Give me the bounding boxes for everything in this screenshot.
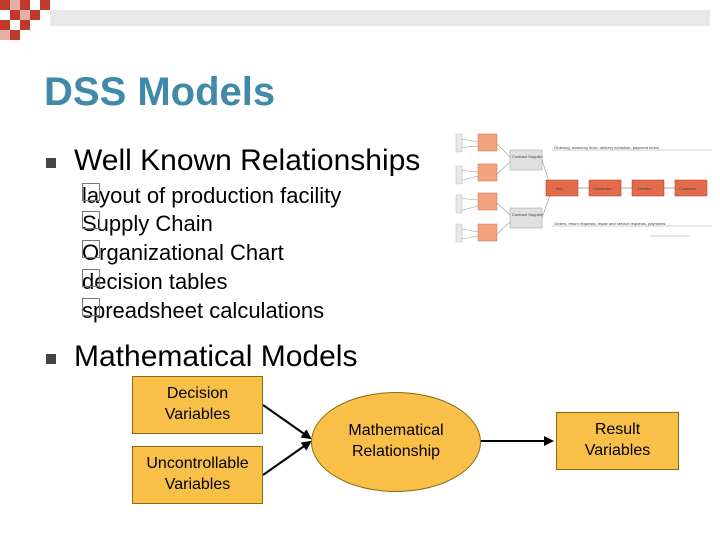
subitem: decision tables — [82, 269, 228, 294]
bullet-marker — [46, 354, 56, 364]
bullet-math-models: Mathematical Models — [74, 340, 358, 373]
chain-node-retailer: Retailer — [638, 186, 652, 191]
bullet-well-known: Well Known Relationships — [74, 144, 421, 177]
checkbox-icon — [82, 269, 100, 287]
flow-label-bottom: Orders, return requests, repair and serv… — [554, 221, 666, 226]
checkbox-icon — [82, 211, 100, 229]
uncontrollable-variables-box: Uncontrollable Variables — [132, 446, 263, 504]
checkbox-icon — [82, 183, 100, 201]
supplier-label-bottom: Contract Supplier — [512, 212, 543, 217]
checkbox-icon — [82, 240, 100, 258]
chain-node-distributor: Distributor — [593, 186, 612, 191]
checkbox-icon — [82, 298, 100, 316]
result-variables-box: Result Variables — [556, 412, 679, 470]
bullet-marker — [46, 158, 56, 168]
header-bar — [50, 10, 710, 26]
mathematical-relationship-ellipse: Mathematical Relationship — [311, 392, 481, 492]
subitem: Supply Chain — [82, 211, 213, 236]
chain-node-customer: Customer — [679, 186, 697, 191]
subitem: Organizational Chart — [82, 240, 284, 265]
page-title: DSS Models — [44, 70, 276, 114]
chain-node-mfg: Mfg — [556, 186, 563, 191]
flow-label-top: Ordering, inventory level, delivery sche… — [554, 145, 660, 150]
subitem: layout of production facility — [82, 183, 342, 208]
decision-variables-box: Decision Variables — [132, 376, 263, 434]
supplier-label-top: Contract Supplier — [512, 154, 543, 159]
subitem: spreadsheet calculations — [82, 298, 325, 323]
